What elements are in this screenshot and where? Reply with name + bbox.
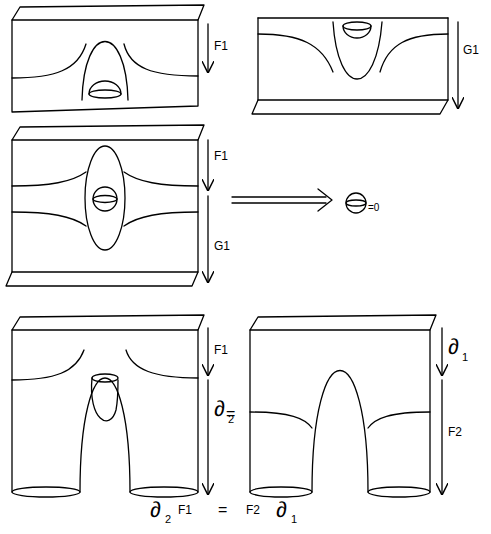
subscript: 1 — [462, 352, 468, 363]
subscript: 2 — [165, 514, 171, 525]
morphism-label: F2 — [448, 426, 462, 438]
equals-sign: = — [226, 406, 235, 422]
boundary-symbol: ∂ — [214, 398, 225, 420]
subscript: 1 — [291, 514, 297, 525]
surface-composite — [6, 125, 366, 286]
morphism-label: F1 — [214, 150, 228, 162]
morphism-label: G1 — [214, 240, 230, 252]
boundary-symbol: ∂ — [150, 499, 161, 521]
morphism-label: F2 — [246, 504, 260, 516]
boundary-symbol: ∂ — [448, 336, 459, 358]
morphism-label: F1 — [214, 344, 228, 356]
equation-label: =0 — [368, 203, 379, 213]
boundary-symbol: ∂ — [276, 499, 287, 521]
surface-g1 — [252, 18, 458, 114]
surface-f1 — [12, 5, 208, 112]
morphism-label: G1 — [463, 44, 479, 56]
surface-d1-f2 — [250, 315, 442, 497]
morphism-label: F1 — [178, 504, 192, 516]
equals-sign: = — [218, 502, 227, 518]
morphism-label: F1 — [214, 40, 228, 52]
surface-f1-d2 — [12, 315, 208, 497]
